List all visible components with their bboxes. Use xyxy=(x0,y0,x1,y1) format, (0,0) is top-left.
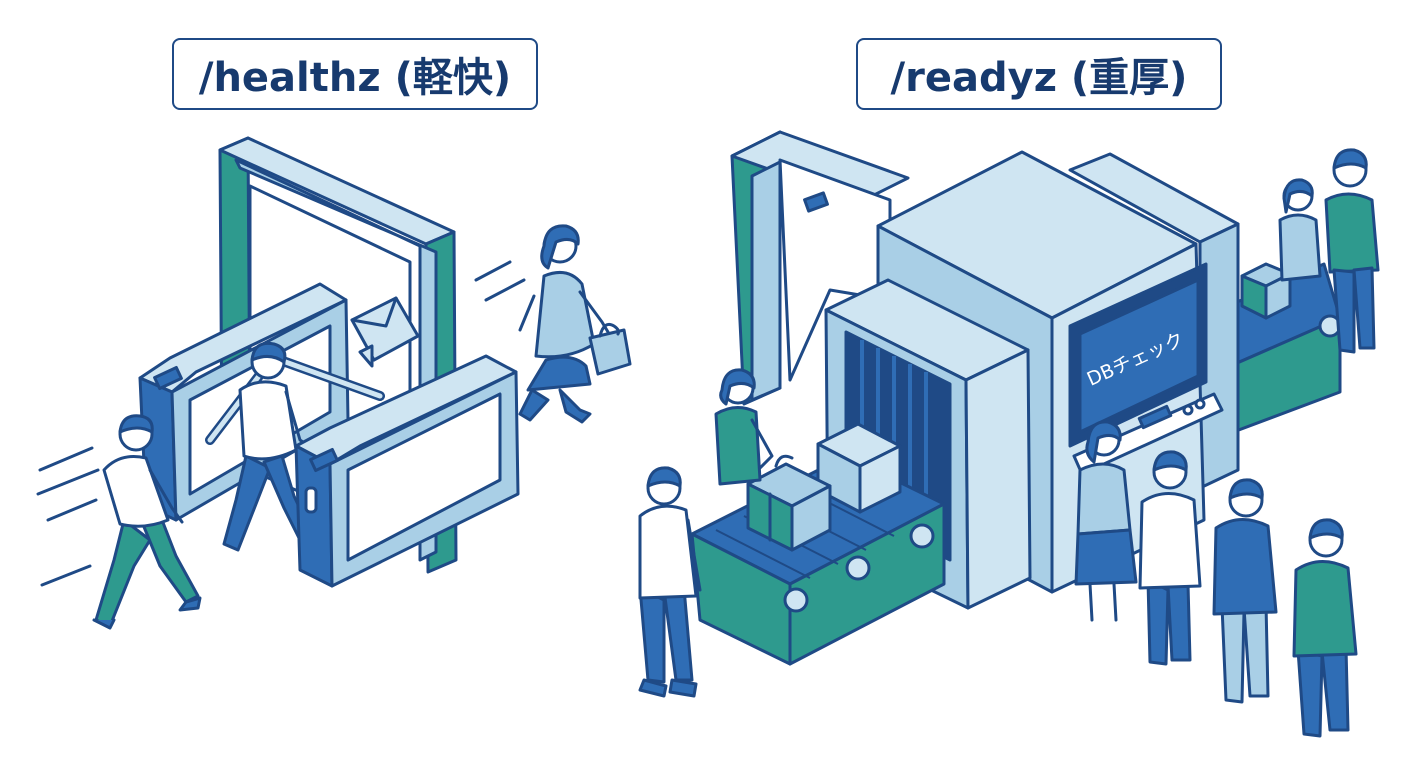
person-woman-bag xyxy=(518,224,632,424)
person-queue-man-1 xyxy=(1138,450,1202,666)
box-large xyxy=(816,422,902,514)
readyz-title: /readyz (重厚) xyxy=(890,55,1188,101)
person-queue-man-2 xyxy=(1212,478,1278,704)
person-walking-1 xyxy=(92,414,202,630)
metal-detector-gate xyxy=(730,130,910,406)
healthz-label: /healthz (軽快) xyxy=(172,38,538,110)
person-queue-woman xyxy=(1074,420,1138,622)
healthz-title: /healthz (軽快) xyxy=(198,55,512,101)
staff-woman xyxy=(714,368,774,486)
box-bundle xyxy=(746,454,832,552)
turnstile-front xyxy=(294,354,520,588)
staff-pair xyxy=(1278,148,1380,354)
shopping-bag-icon xyxy=(588,322,632,376)
monitor: DBチェック xyxy=(1068,262,1208,448)
readyz-label: /readyz (重厚) xyxy=(856,38,1222,110)
envelope-icon xyxy=(350,296,420,368)
box-right xyxy=(1240,262,1292,320)
healthz-scene xyxy=(36,136,632,630)
person-queue-man-3 xyxy=(1292,518,1358,738)
person-man-left xyxy=(638,466,702,698)
speed-lines xyxy=(36,260,526,587)
readyz-scene: DBチェック xyxy=(638,130,1380,738)
